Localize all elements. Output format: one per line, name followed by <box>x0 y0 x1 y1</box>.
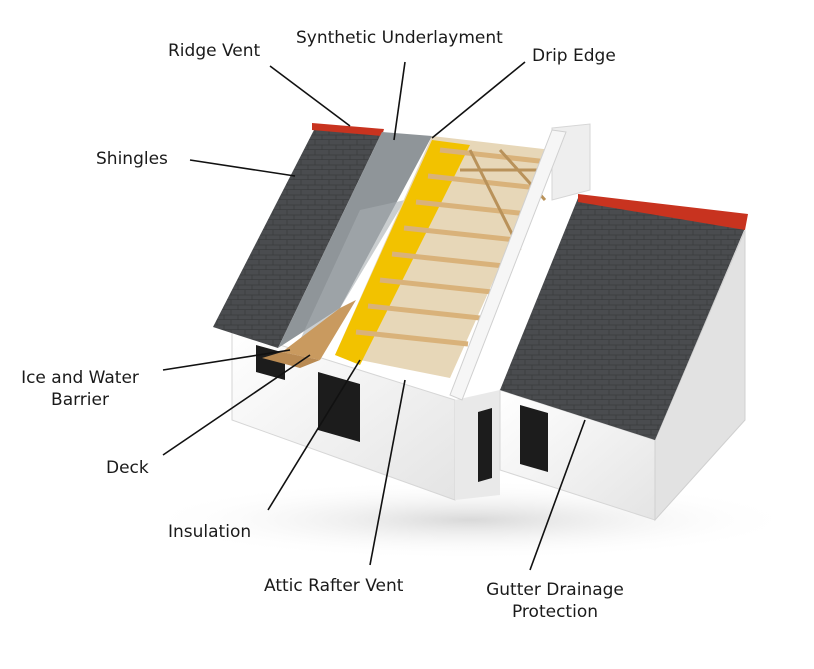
label-shingles: Shingles <box>96 149 168 169</box>
wing-door <box>520 405 548 472</box>
label-gutter-drainage: Gutter Drainage Protection <box>475 579 635 623</box>
label-insulation: Insulation <box>168 522 252 542</box>
door <box>318 372 360 442</box>
drip-edge-trim <box>449 129 567 401</box>
label-deck: Deck <box>106 458 149 478</box>
label-ice-water-line1: Ice and Water <box>21 368 139 388</box>
callout-lines <box>162 61 586 571</box>
label-synthetic-underlayment: Synthetic Underlayment <box>296 28 503 48</box>
label-gutter-line2: Protection <box>511 602 598 622</box>
rafters <box>355 147 549 347</box>
deck-board <box>282 300 356 360</box>
front-wall-corner <box>455 390 500 500</box>
ridge-right <box>578 194 748 230</box>
label-gutter-line1: Gutter Drainage <box>486 580 624 600</box>
ridge-vent-strip <box>312 123 384 136</box>
shingles-right <box>500 198 745 440</box>
window-corner <box>478 408 492 482</box>
insulation-strip <box>335 140 470 365</box>
label-drip-edge: Drip Edge <box>532 46 616 66</box>
shingles-left <box>213 128 382 348</box>
ice-water-sheet <box>262 352 320 368</box>
label-ridge-vent: Ridge Vent <box>168 41 261 61</box>
label-attic-rafter-vent: Attic Rafter Vent <box>264 576 404 596</box>
attic-area <box>335 136 552 378</box>
wing-side-wall <box>654 229 746 522</box>
label-ice-water-line2: Barrier <box>51 390 109 410</box>
label-ice-water-barrier: Ice and Water Barrier <box>14 367 146 411</box>
